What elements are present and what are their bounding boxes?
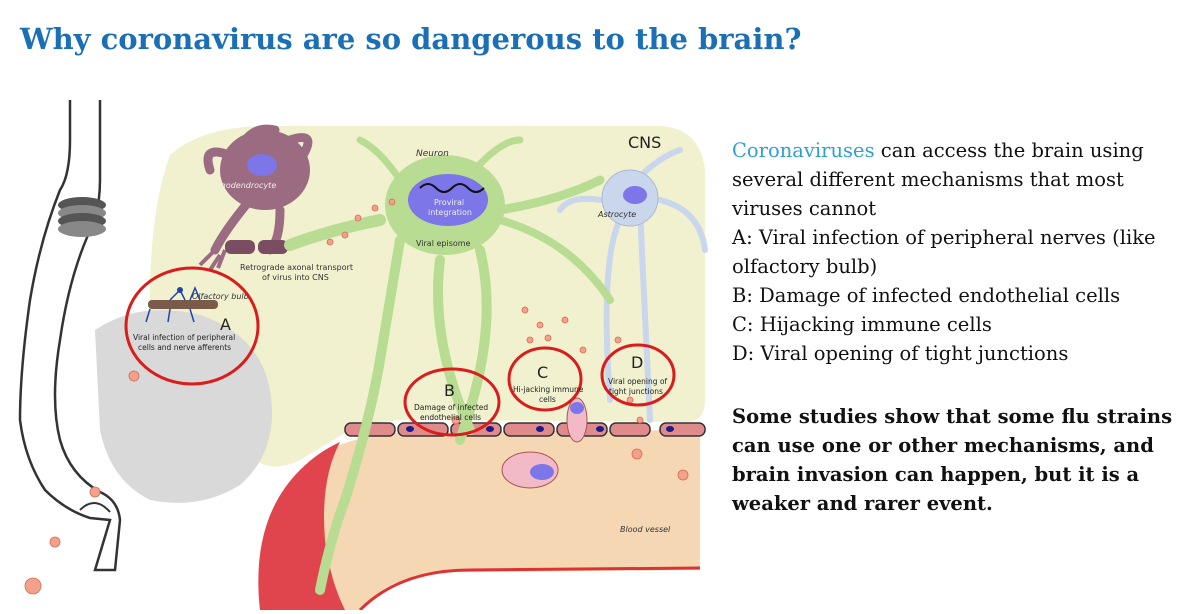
oligodendrocyte-label: Oligodendrocyte <box>210 181 276 190</box>
mechanism-b: B Damage of infected endothelial cells <box>403 367 501 437</box>
olfactory-bulb <box>145 286 218 323</box>
slide-title: Why coronavirus are so dangerous to the … <box>20 22 802 56</box>
mechanism-b-letter: B <box>444 381 455 400</box>
mechanism-a: A Viral infection of peripheral cells an… <box>124 266 260 386</box>
mechanism-item-b: B: Damage of infected endothelial cells <box>732 284 1121 307</box>
coronavirus-brain-diagram: CNS Neuron Oligodendrocyte Astrocyte Pro… <box>18 100 708 610</box>
mechanism-b-line1: Damage of infected <box>414 403 488 412</box>
mechanism-a-line2: cells and nerve afferents <box>138 343 231 352</box>
mechanism-item-a: A: Viral infection of peripheral nerves … <box>732 226 1156 278</box>
mechanism-c-line2: cells <box>539 395 556 404</box>
cns-label: CNS <box>628 133 661 152</box>
mechanism-d-line1: Viral opening of <box>608 377 667 386</box>
mechanism-c: C Hi-jacking immune cells <box>507 346 584 412</box>
neuron <box>284 136 614 595</box>
retrograde-label-1: Retrograde axonal transport <box>240 263 353 272</box>
mechanism-c-letter: C <box>537 363 548 382</box>
conclusion-text: Some studies show that some flu strains … <box>732 405 1173 515</box>
mechanism-a-letter: A <box>220 315 231 334</box>
description-panel: Coronaviruses can access the brain using… <box>732 136 1192 518</box>
proviral-label-1: Proviral <box>434 198 464 207</box>
astrocyte <box>557 147 708 423</box>
proviral-dna-icon <box>419 183 485 193</box>
nose-outline <box>18 100 122 572</box>
cribriform-plate <box>58 197 106 237</box>
blood-vessel-label: Blood vessel <box>620 525 671 534</box>
mechanism-b-line2: endothelial cells <box>420 413 481 422</box>
nostril-outline <box>79 502 111 513</box>
cns-region <box>150 126 705 467</box>
oligodendrocyte <box>198 124 313 272</box>
mechanism-item-d: D: Viral opening of tight junctions <box>732 342 1069 365</box>
mechanism-item-c: C: Hijacking immune cells <box>732 313 992 336</box>
description-intro: Coronaviruses can access the brain using… <box>732 136 1192 223</box>
proviral-label-2: integration <box>428 208 472 217</box>
blood-vessel <box>258 430 700 610</box>
coronaviruses-highlight: Coronaviruses <box>732 139 875 162</box>
immune-cell-nucleus <box>530 464 554 480</box>
intro-text: can access the brain using several diffe… <box>732 139 1144 220</box>
mechanism-d: D Viral opening of tight junctions <box>600 343 676 407</box>
nasal-cavity <box>95 310 272 503</box>
mechanism-d-line2: tight junctions <box>609 387 663 396</box>
olfactory-bulb-label: Olfactory bulb <box>192 292 249 301</box>
astrocyte-label: Astrocyte <box>597 210 636 219</box>
mechanism-a-line1: Viral infection of peripheral <box>133 333 235 342</box>
neuron-label: Neuron <box>416 149 449 159</box>
vessel-inner-stripe <box>358 566 701 610</box>
mechanism-d-letter: D <box>631 353 643 372</box>
endothelial-nuclei <box>406 426 674 432</box>
viral-episome-label: Viral episome <box>416 239 471 248</box>
retrograde-label-2: of virus into CNS <box>262 273 329 282</box>
transmigrating-cell-nucleus <box>570 402 584 414</box>
mechanism-c-line1: Hi-jacking immune <box>513 385 584 394</box>
